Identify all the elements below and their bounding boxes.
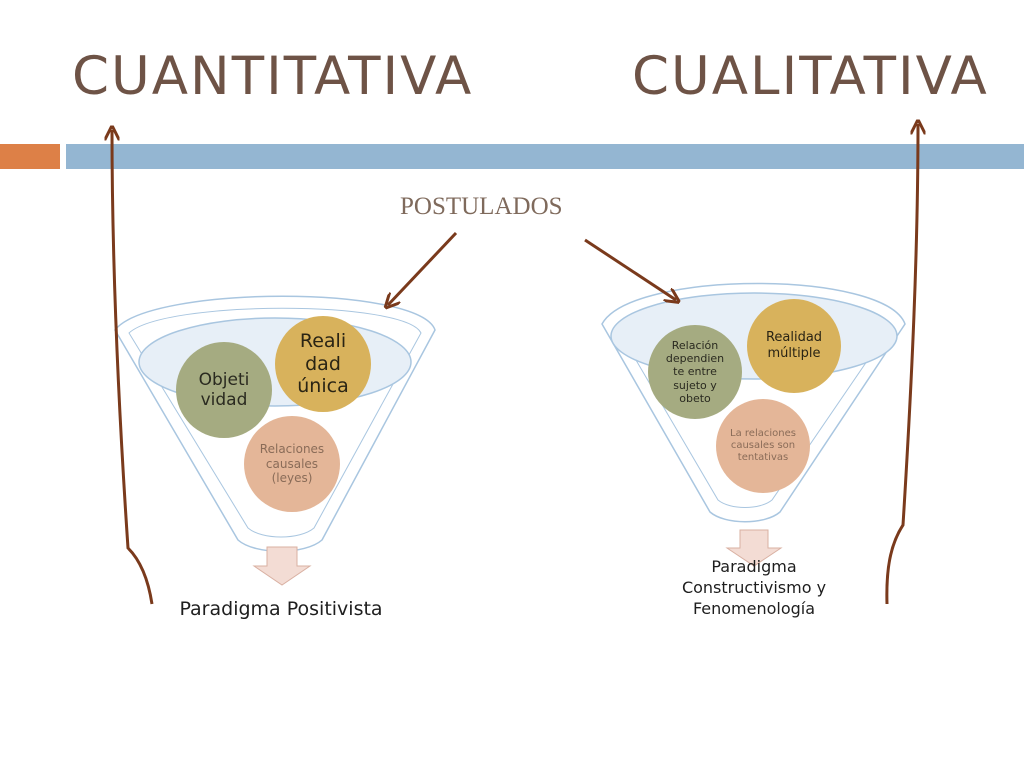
realidad-multiple-label: Realidad múltiple <box>765 330 823 361</box>
circle-objetividad <box>176 342 272 438</box>
paradigma-positivista-label: Paradigma Positivista <box>179 598 383 620</box>
circle-relacion-dependiente <box>648 325 742 419</box>
accent-band-orange <box>0 144 60 169</box>
left-down-arrow <box>252 546 312 586</box>
relaciones-tentativas-label: La relaciones causales son tentativas <box>730 428 796 463</box>
postulados-arrow-left <box>388 231 458 305</box>
left-side-arrow <box>112 130 154 605</box>
postulados-arrow-right <box>584 238 676 300</box>
relacion-dependiente-label: Relación dependien te entre sujeto y obe… <box>665 339 725 405</box>
objetividad-label: Objeti vidad <box>198 369 250 410</box>
paradigma-constructivismo-label: Paradigma Constructivismo y Fenomenologí… <box>681 557 827 618</box>
right-side-arrow <box>885 124 918 605</box>
right-down-arrow <box>725 529 783 567</box>
circle-realidad-unica <box>275 316 371 412</box>
title-cualitativa: CUALITATIVA <box>632 46 989 107</box>
postulados-label: POSTULADOS <box>400 193 563 220</box>
realidad-unica-label: Reali dad única <box>297 329 349 398</box>
title-cuantitativa: CUANTITATIVA <box>72 46 474 107</box>
circle-relaciones-tentativas <box>716 399 810 493</box>
relaciones-causales-label: Relaciones causales (leyes) <box>259 442 325 486</box>
circle-relaciones-causales <box>244 416 340 512</box>
accent-band-blue <box>66 144 1024 169</box>
circle-realidad-multiple <box>747 299 841 393</box>
